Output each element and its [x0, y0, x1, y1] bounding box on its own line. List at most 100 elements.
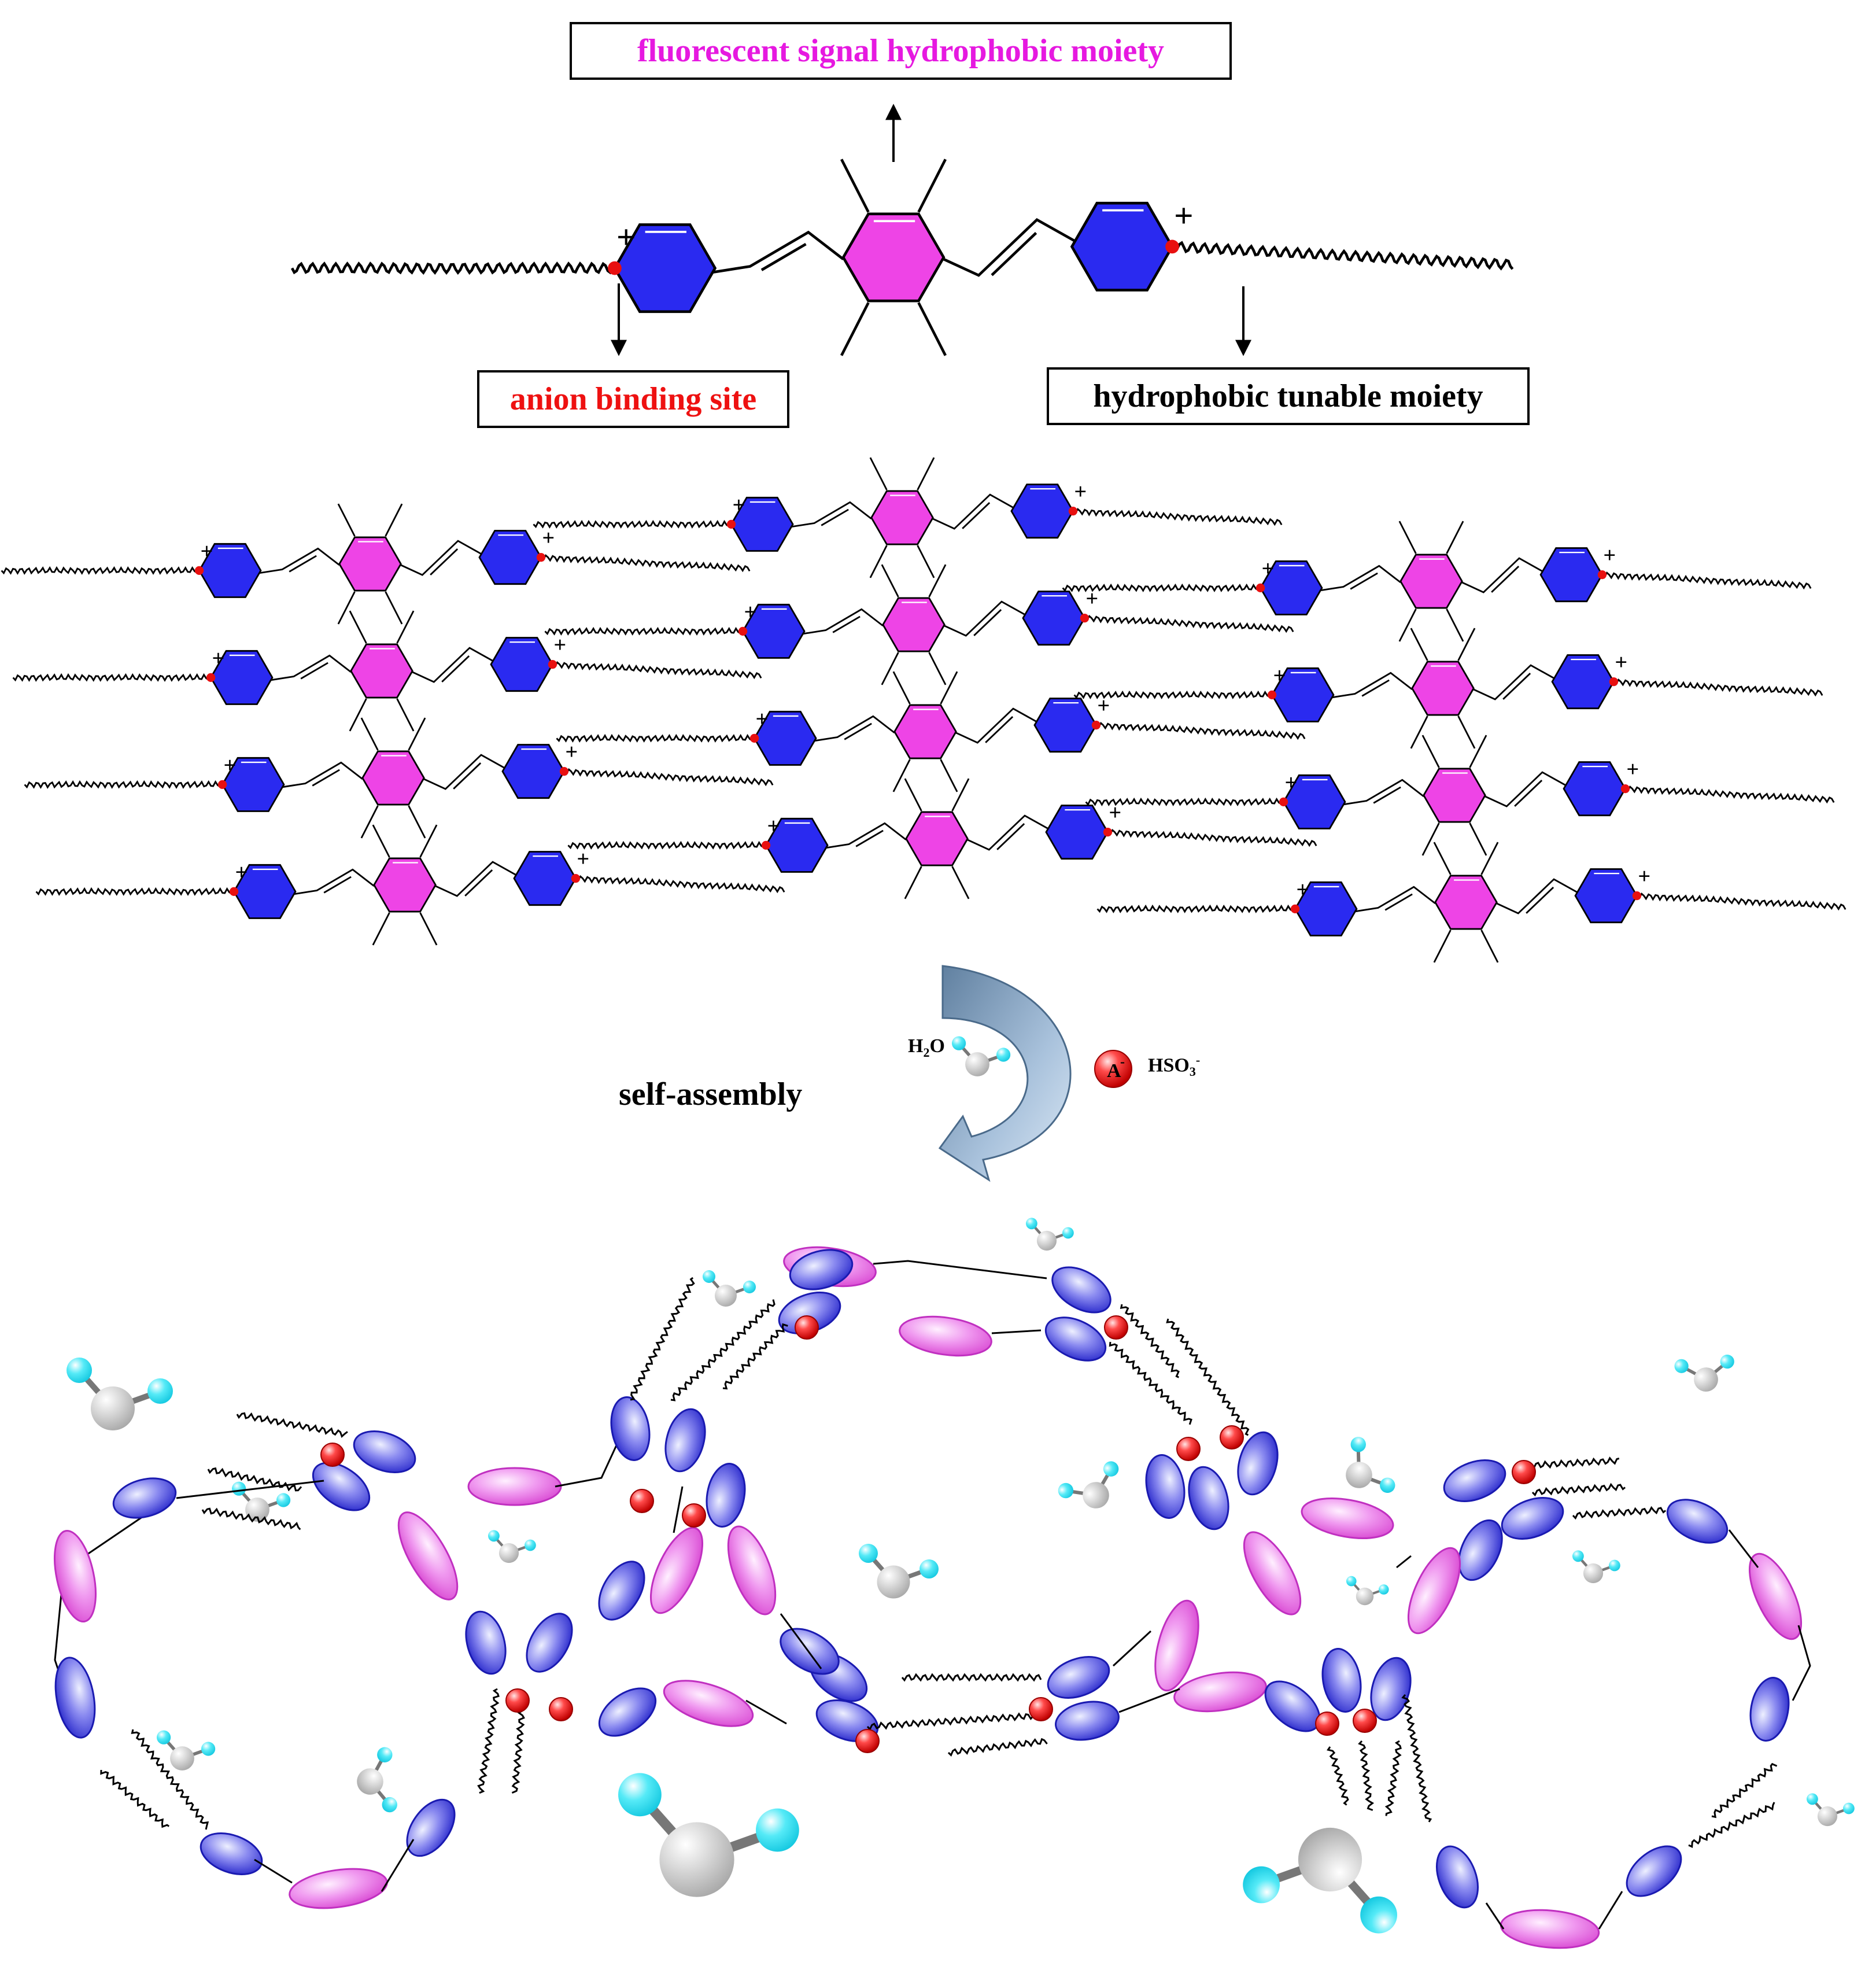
vinyl-double-bond: [1491, 566, 1520, 593]
positive-charge-right: +: [1097, 694, 1110, 718]
methyl-substituent-1: [917, 457, 935, 490]
vinyl-double-bond: [1502, 673, 1531, 700]
vinyl-linker-left: [269, 654, 352, 681]
methyl-substituent-3: [1446, 608, 1464, 642]
methyl-substituent-0: [881, 564, 899, 597]
hydrogen-atom: [1674, 1359, 1689, 1373]
hydrogen-atom: [1103, 1461, 1119, 1477]
vinyl-linker-left: [257, 547, 340, 574]
bisulfite-formula-sub: 3: [1189, 1064, 1196, 1079]
tail: [207, 1467, 302, 1492]
benzene-core-ring: [1434, 875, 1498, 930]
water-molecule-4: [488, 1530, 536, 1563]
vinyl-linker-right: [423, 754, 507, 790]
vinyl-double-bond: [832, 615, 861, 633]
methyl-substituent-1: [928, 564, 947, 597]
positive-charge-right: +: [542, 526, 555, 551]
anion-bead-11: [1029, 1697, 1053, 1721]
pyridinium-nitrogen-right: [559, 766, 569, 776]
positive-charge-right: +: [1603, 544, 1616, 568]
hydrogen-atom: [618, 1773, 662, 1817]
methyl-substituent-0: [372, 824, 390, 858]
pink-capsule-30: [649, 1526, 704, 1614]
hydrogen-atom: [996, 1048, 1011, 1062]
water-molecule-9: [1243, 1827, 1397, 1934]
water-molecule-11: [357, 1747, 397, 1813]
tail: [236, 1412, 348, 1439]
centre-left-bond: [673, 1486, 684, 1533]
positive-charge-left: +: [200, 540, 213, 564]
pink-capsule-25: [1154, 1599, 1199, 1692]
hydrogen-atom: [525, 1539, 536, 1551]
hydrogen-atom: [743, 1281, 756, 1293]
tail: [131, 1729, 209, 1830]
blue-capsule-47: [1749, 1677, 1790, 1742]
anion-bead-0: [320, 1443, 345, 1467]
alkyl-tail-right: [575, 875, 785, 894]
blue-capsule-19: [706, 1463, 746, 1528]
blue-capsule-8: [312, 1462, 371, 1511]
left-ring-top-bond: [176, 1480, 324, 1499]
hydrogen-atom: [1807, 1793, 1818, 1805]
blue-capsule-24: [1055, 1701, 1120, 1741]
tail: [630, 1277, 695, 1401]
methyl-substituent-1: [951, 778, 970, 812]
methyl-substituent-2: [360, 805, 379, 839]
blue-capsule-15: [1051, 1266, 1111, 1314]
centre-top-inner-bond: [991, 1329, 1042, 1334]
right-ring-bond: [1396, 1555, 1412, 1569]
oxygen-atom: [1346, 1462, 1372, 1488]
benzene-core-ring: [1411, 661, 1475, 716]
hydrogen-atom: [1380, 1477, 1395, 1493]
vinyl-linker-left: [710, 230, 844, 274]
water-formula-o: O: [929, 1035, 945, 1057]
anion-bead-12: [1315, 1712, 1339, 1736]
methyl-substituent-2: [372, 912, 390, 946]
alkyl-tail-left: [12, 673, 212, 682]
alkyl-tail-right: [563, 768, 774, 787]
methyl-substituent-3: [408, 805, 426, 839]
anion-bead-1: [630, 1489, 654, 1513]
water-molecule-14: [1346, 1576, 1389, 1606]
alkyl-tail-left: [533, 519, 732, 529]
alkyl-tail-right: [1624, 785, 1835, 804]
methyl-substituent-2: [881, 652, 899, 685]
hydrophobic-tunable-label: hydrophobic tunable moiety: [1047, 367, 1530, 425]
tail: [201, 1507, 301, 1530]
tail: [1358, 1740, 1375, 1811]
vinyl-double-bond: [312, 769, 340, 787]
vinyl-linker-right: [435, 861, 518, 897]
pink-capsule-1: [54, 1529, 97, 1623]
vinyl-linker-left: [1330, 672, 1413, 699]
methyl-substituent-2: [1410, 715, 1428, 749]
vinyl-double-bond: [1361, 679, 1390, 697]
hydrogen-atom: [1843, 1802, 1855, 1814]
oxygen-atom: [357, 1768, 383, 1795]
pyridinium-nitrogen-left: [761, 840, 771, 850]
methyl-substituent-0: [892, 671, 911, 705]
methyl-substituent-3: [1457, 715, 1476, 749]
vinyl-double-bond: [991, 231, 1037, 276]
oxygen-atom: [170, 1746, 194, 1771]
methyl-substituent-1: [1469, 735, 1487, 768]
methyl-substituent-3: [385, 591, 403, 625]
vinyl-double-bond: [323, 876, 352, 894]
fluorescent-moiety-label: fluorescent signal hydrophobic moiety: [570, 22, 1232, 80]
tail: [901, 1673, 1042, 1682]
positive-charge-left: +: [1261, 557, 1274, 581]
centre-bottom-right-bond: [1112, 1630, 1152, 1667]
methyl-substituent-0: [337, 503, 356, 537]
hydrogen-atom: [382, 1797, 397, 1813]
water-molecule-8: [1026, 1218, 1074, 1251]
blue-capsule-18: [664, 1408, 706, 1473]
tail: [670, 1299, 775, 1401]
benzene-core-ring: [1399, 554, 1463, 609]
hydrogen-atom: [1572, 1550, 1584, 1562]
benzene-core-ring: [893, 704, 957, 759]
hydrogen-atom: [919, 1559, 939, 1578]
positive-charge-right: +: [565, 740, 578, 765]
methyl-substituent-3: [917, 302, 947, 356]
alkyl-tail-right: [1084, 614, 1294, 633]
water-molecule-15: [1807, 1793, 1855, 1827]
hydrogen-atom: [201, 1742, 216, 1756]
